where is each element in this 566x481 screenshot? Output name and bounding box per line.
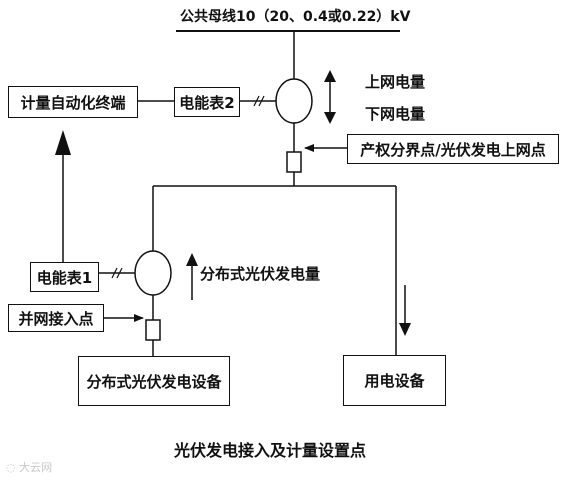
meter1-box: 电能表1 [30,262,99,292]
down-grid-energy-label: 下网电量 [365,105,426,123]
pv-equipment-box: 分布式光伏发电设备 [78,356,230,406]
grid-point-box: 并网接入点 [8,304,104,332]
watermark-text: 大云网 [19,461,53,474]
pv-generation-label: 分布式光伏发电量 [200,265,321,283]
load-equipment-box: 用电设备 [343,355,446,406]
terminal-arrowhead [55,130,71,155]
meter2-box: 电能表2 [174,87,240,117]
watermark-logo-icon: ◌ [6,461,20,474]
pv-gen-arrowhead [186,253,198,266]
boundary-point-box: 产权分界点/光伏发电上网点 [347,134,559,164]
meter2-tick-b [258,95,265,107]
metering-terminal-box: 计量自动化终端 [8,86,138,118]
ct-transformer-pv [134,250,172,296]
load-arrowhead [399,323,411,336]
breaker-main [286,151,302,173]
down-arrowhead [324,112,336,124]
ct-transformer-main [275,78,313,124]
meter2-tick-a [253,95,260,107]
meter1-tick-a [111,267,118,279]
diagram-caption: 光伏发电接入及计量设置点 [174,441,367,460]
watermark: ◌ 大云网 [6,459,52,475]
up-arrowhead [324,70,336,82]
bus-label: 公共母线10（20、0.4或0.22）kV [180,9,411,25]
breaker-pv [145,319,161,341]
up-grid-energy-label: 上网电量 [365,73,426,91]
meter1-tick-b [116,267,123,279]
